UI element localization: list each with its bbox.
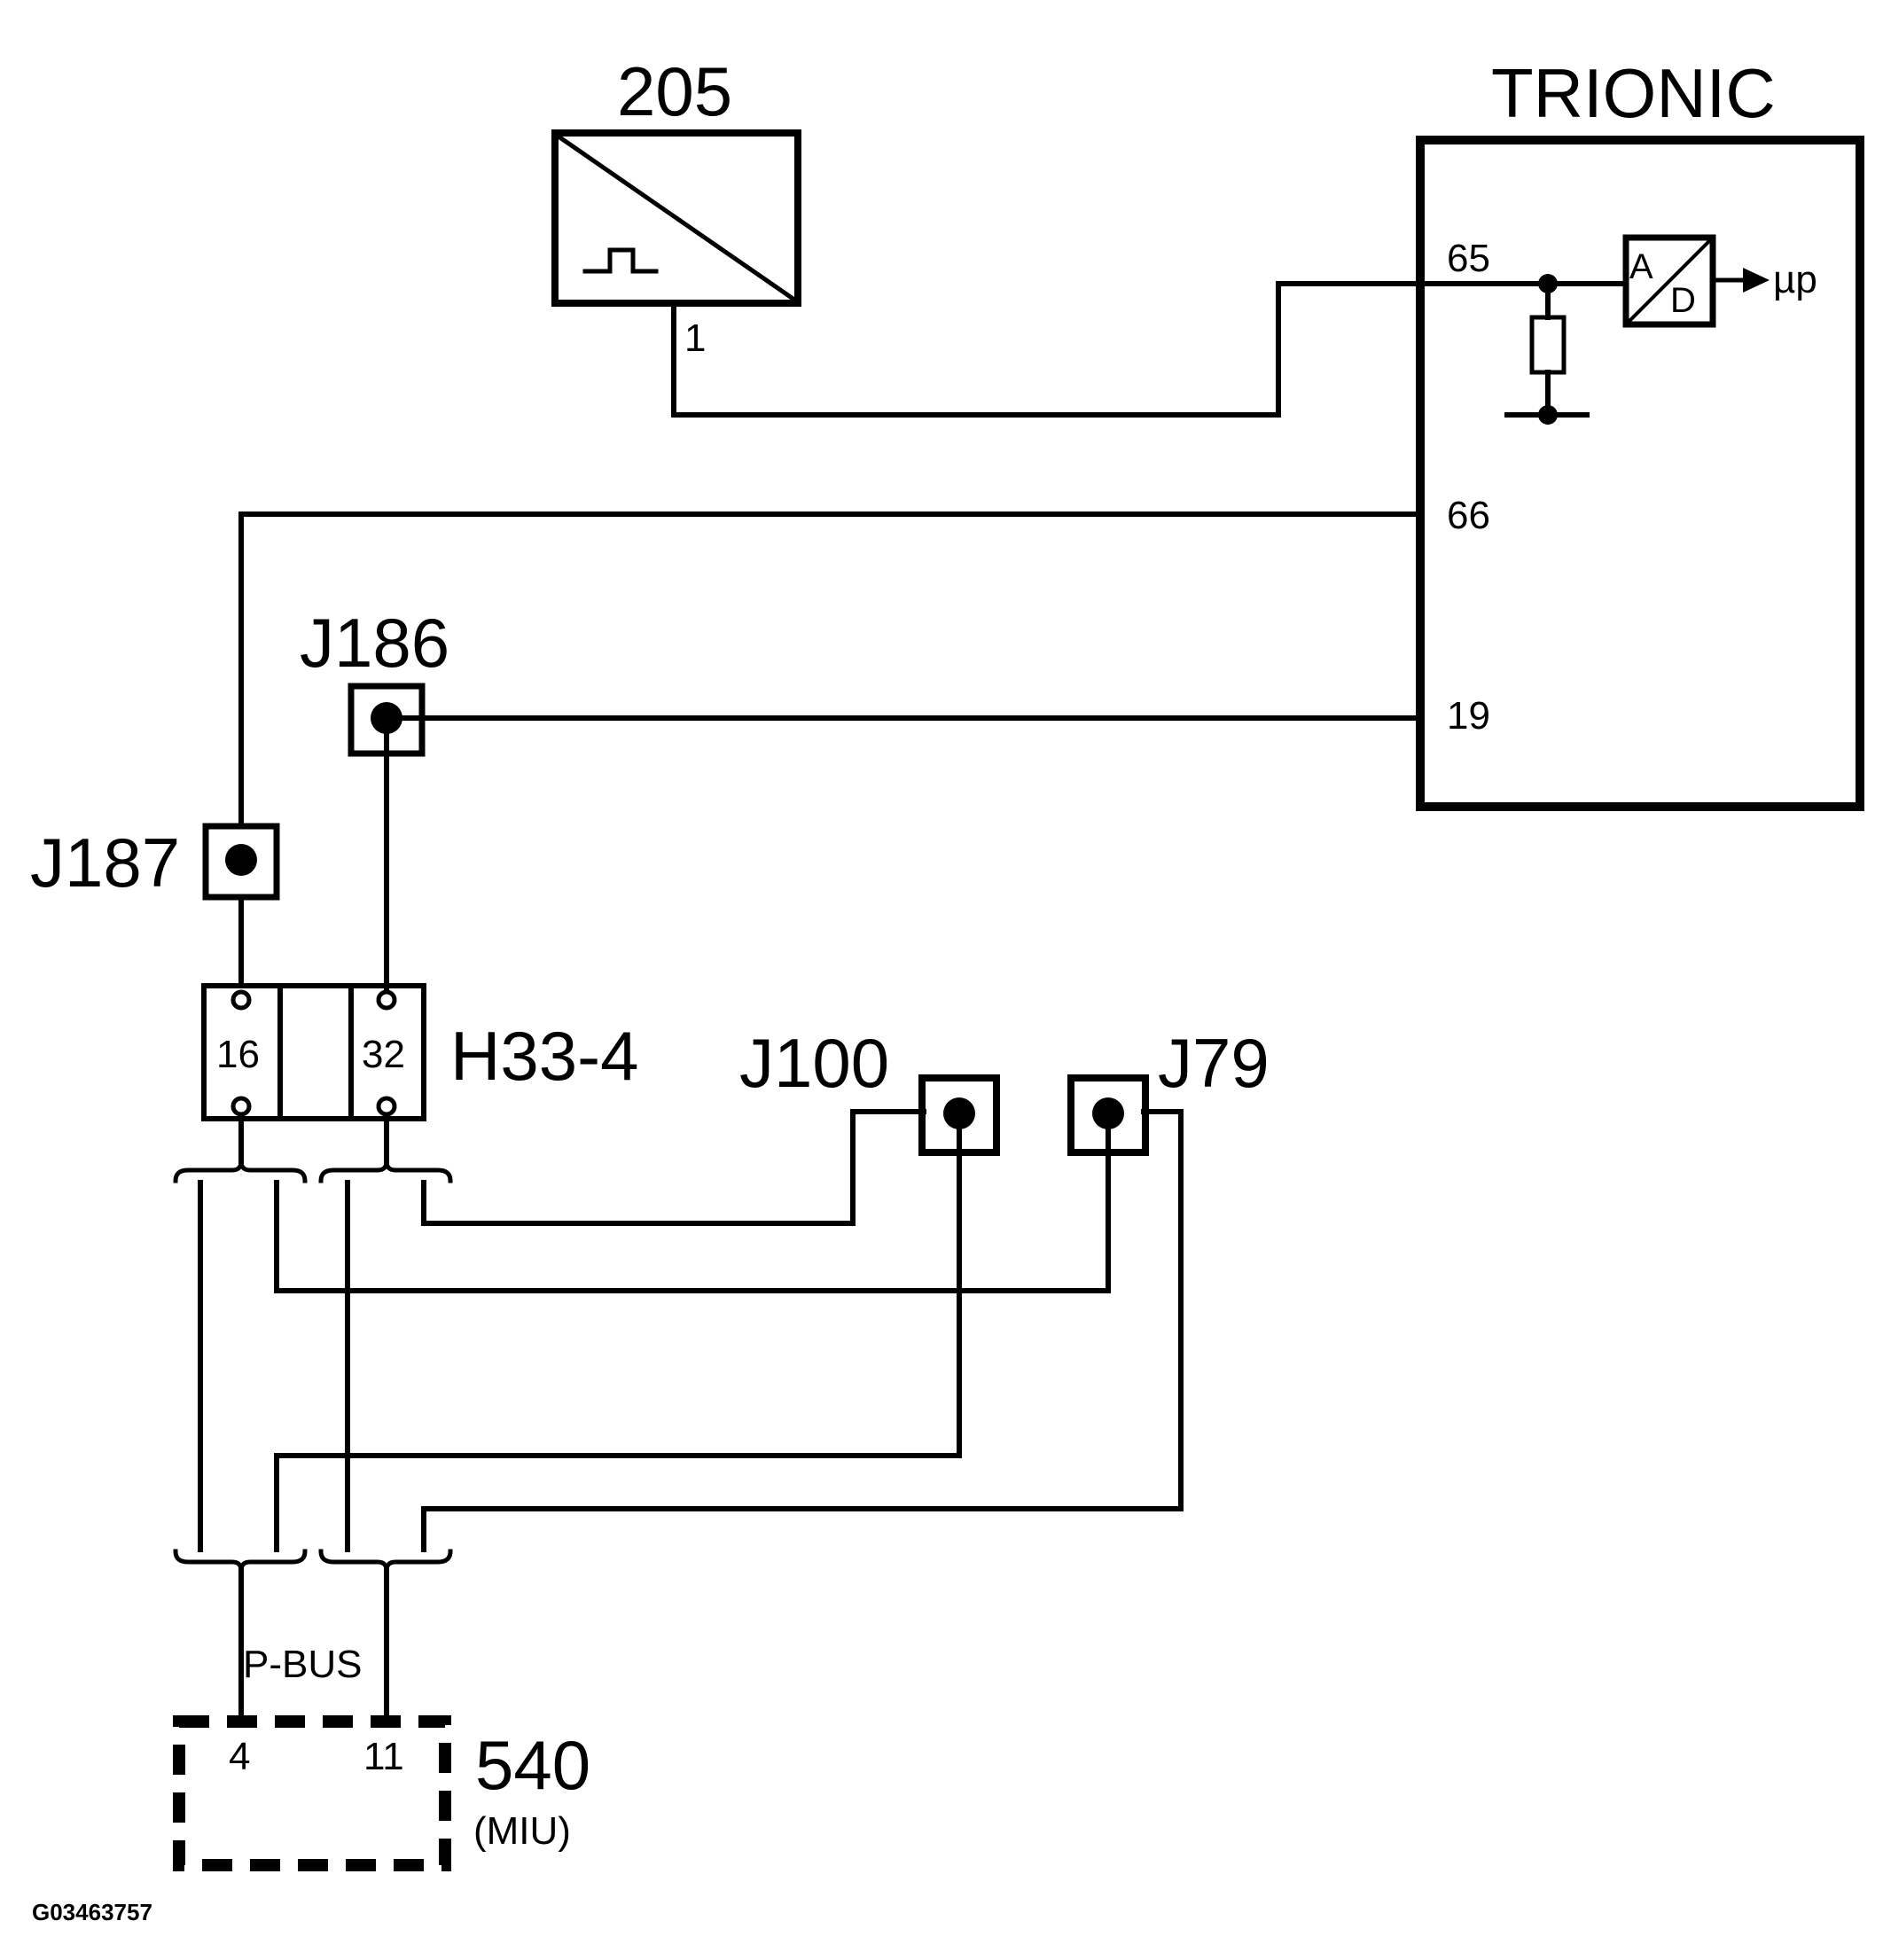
figure-id: G03463757 <box>32 1899 152 1925</box>
adc-label-a: A <box>1629 247 1653 286</box>
h33-4-connector: 16 32 H33-4 <box>201 983 638 1121</box>
j79-dot <box>1092 1097 1124 1129</box>
miu-540: 4 11 540 (MIU) <box>173 1715 590 1871</box>
miu-540-label: 540 <box>475 1726 590 1804</box>
h33-4-pin-16: 16 <box>216 1033 260 1076</box>
j79-box <box>1067 1074 1149 1156</box>
terminal-32-bottom <box>376 1096 397 1117</box>
miu-540-pin-11: 11 <box>363 1735 404 1778</box>
wire-19-to-j186 <box>384 715 1423 994</box>
j186-splice: J186 <box>300 604 449 757</box>
arrow-right-icon <box>1743 268 1770 293</box>
j187-dot <box>225 844 257 876</box>
twist-brace-lower-left <box>173 1549 308 1572</box>
miu-540-body <box>173 1715 451 1871</box>
adc-label-d: D <box>1670 281 1696 320</box>
j186-box <box>348 683 426 757</box>
sensor-205-pin-1: 1 <box>684 316 706 360</box>
j79-label: J79 <box>1158 1024 1270 1102</box>
wire-66-to-j187 <box>238 511 1423 829</box>
miu-540-sublabel: (MIU) <box>473 1809 571 1853</box>
j100-dot <box>943 1097 975 1129</box>
wire-to-j79 <box>274 1109 1111 1293</box>
pbus-label: P-BUS <box>243 1643 362 1686</box>
trionic-label: TRIONIC <box>1491 54 1776 132</box>
terminal-32-top <box>376 989 397 1011</box>
j187-label: J187 <box>30 824 180 902</box>
j186-dot <box>371 702 402 734</box>
miu-540-pin-4: 4 <box>229 1735 250 1778</box>
adc-diagonal <box>1627 238 1712 324</box>
trionic-ecu: TRIONIC 65 66 19 A D µp <box>1416 54 1864 811</box>
pulse-icon <box>582 247 659 274</box>
trionic-pin-65: 65 <box>1447 237 1490 280</box>
wire-j100-to-bus <box>274 1109 962 1552</box>
twist-brace-upper-right <box>318 1160 453 1183</box>
h33-4-label: H33-4 <box>450 1017 638 1095</box>
ground-dot <box>1538 405 1558 425</box>
wire-j79-to-bus <box>421 1109 1184 1552</box>
terminal-16-bottom <box>230 1096 252 1117</box>
h33-4-body <box>201 983 426 1121</box>
wire-to-j100 <box>421 1109 926 1226</box>
trionic-pin-19: 19 <box>1447 694 1490 738</box>
h33-4-pin-32: 32 <box>362 1033 405 1076</box>
pullup-resistor <box>1529 315 1567 375</box>
wire-205-to-65 <box>671 281 1545 418</box>
microprocessor-label: µp <box>1773 258 1817 301</box>
trionic-pin-66: 66 <box>1447 494 1490 537</box>
j79-splice: J79 <box>1067 1024 1270 1156</box>
trionic-body <box>1416 136 1864 811</box>
j186-label: J186 <box>300 604 449 682</box>
j100-splice: J100 <box>739 1024 1000 1156</box>
sensor-205-label: 205 <box>617 52 732 130</box>
sensor-205-diagonal <box>555 133 798 303</box>
j100-label: J100 <box>739 1024 889 1102</box>
j100-box <box>918 1074 1000 1156</box>
j187-splice: J187 <box>30 823 280 902</box>
twist-brace-upper-left <box>173 1160 308 1183</box>
terminal-16-top <box>230 989 252 1011</box>
twist-brace-lower-right <box>318 1549 453 1572</box>
